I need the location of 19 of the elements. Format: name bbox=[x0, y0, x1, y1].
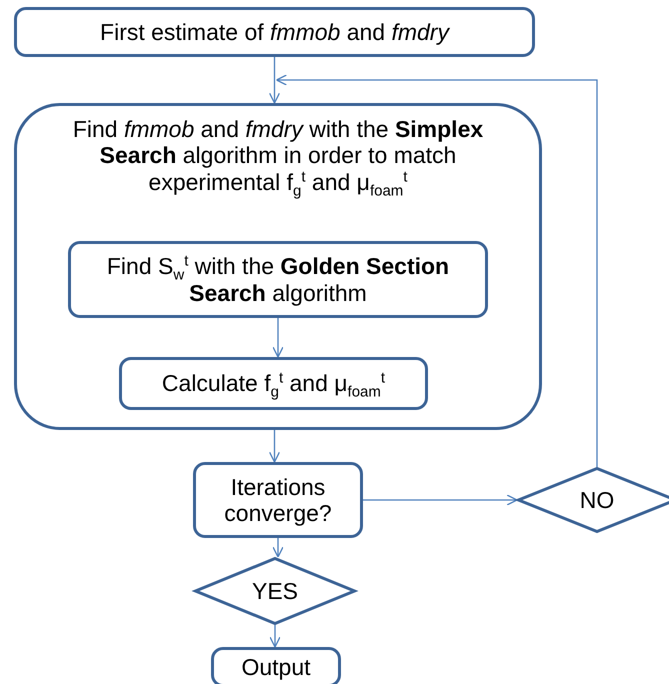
node-text: Iterations converge? bbox=[223, 474, 333, 526]
arrow bbox=[269, 625, 281, 648]
arrow bbox=[272, 318, 284, 358]
process-box bbox=[193, 462, 363, 538]
node-text: YES bbox=[252, 578, 298, 604]
arrow bbox=[272, 538, 284, 558]
group-box bbox=[14, 103, 542, 430]
process-box bbox=[68, 241, 488, 318]
arrow bbox=[276, 74, 598, 467]
arrow bbox=[268, 430, 280, 463]
node-text: First estimate of fmmob and fmdry bbox=[100, 18, 449, 46]
process-box bbox=[119, 357, 428, 410]
process-box bbox=[14, 7, 535, 57]
arrow bbox=[268, 57, 280, 104]
node-text: NO bbox=[580, 486, 614, 514]
node-text: Output bbox=[241, 654, 311, 680]
node-text: Find S$_{w}$$^{t}$ with the Golden Section Search algorithm bbox=[106, 253, 450, 306]
process-box bbox=[211, 647, 341, 684]
arrow bbox=[363, 494, 518, 506]
